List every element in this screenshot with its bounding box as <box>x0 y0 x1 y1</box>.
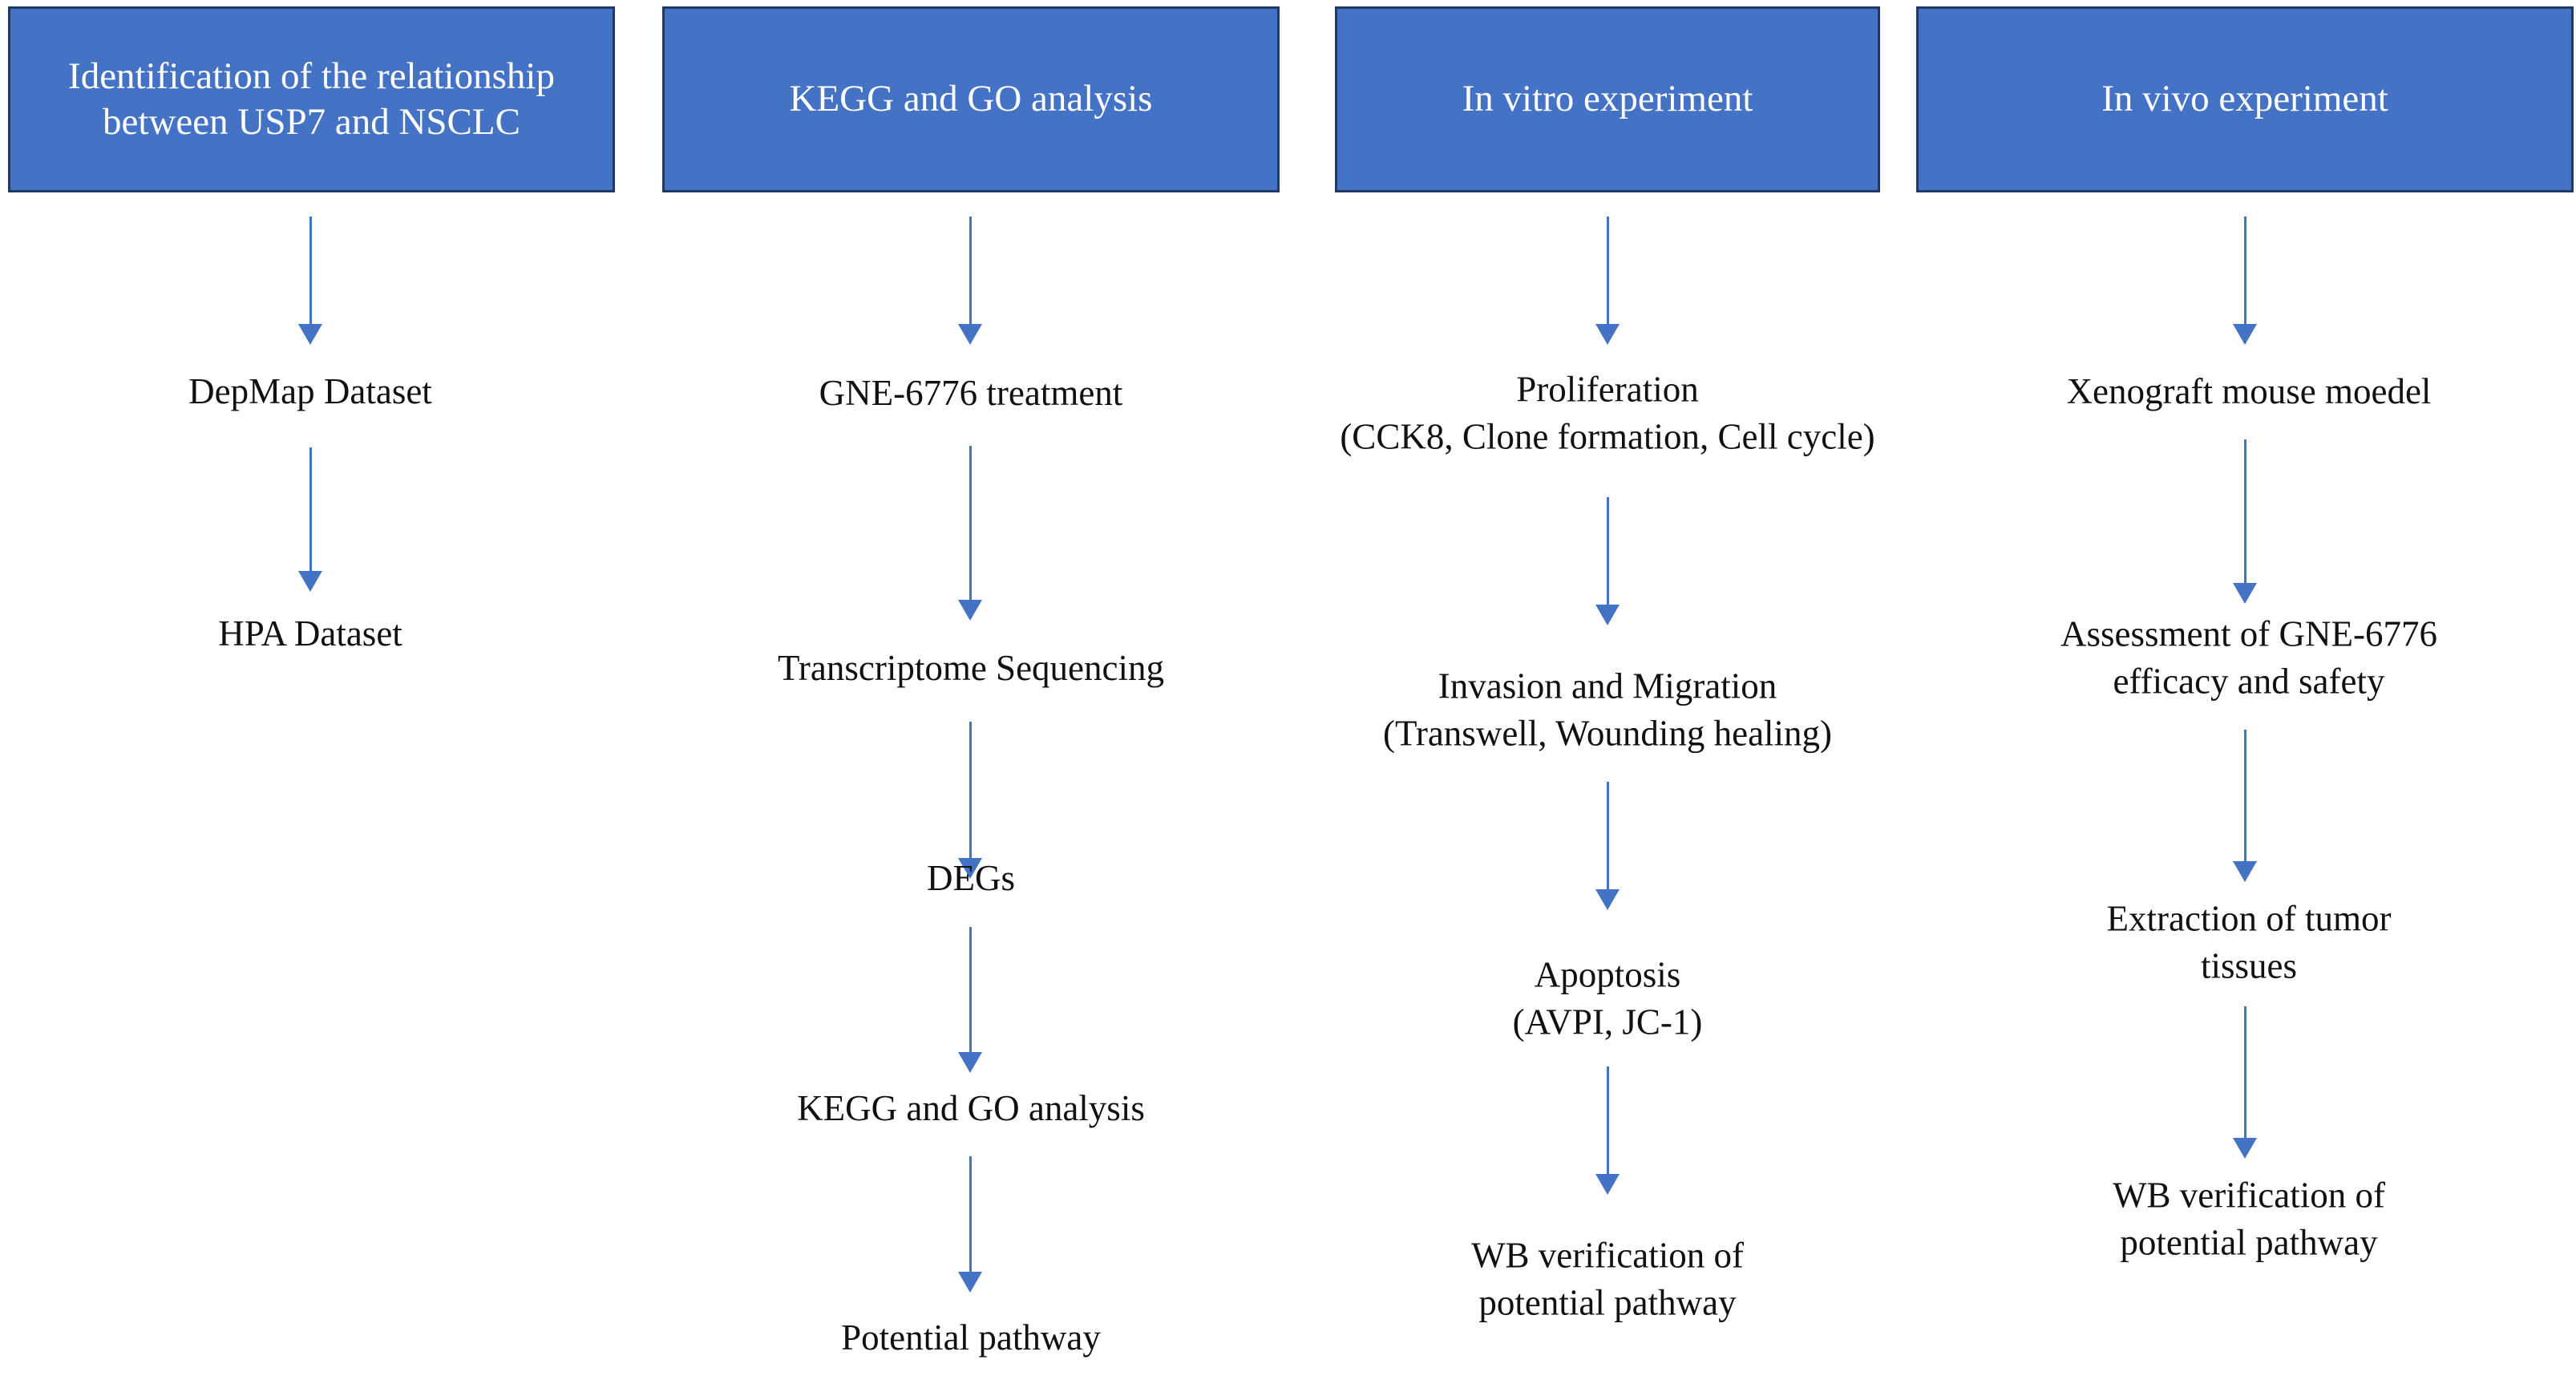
step-label: Extraction of tumor tissues <box>2106 898 2392 986</box>
step-label: KEGG and GO analysis <box>797 1087 1145 1128</box>
step-label: HPA Dataset <box>218 613 402 654</box>
header-box-identification: Identification of the relationship betwe… <box>8 6 615 192</box>
step-label: Xenograft mouse moedel <box>2066 370 2432 411</box>
step-label: Apoptosis (AVPI, JC-1) <box>1512 954 1703 1042</box>
step-label: Transcriptome Sequencing <box>777 647 1164 688</box>
step-label: DepMap Dataset <box>188 370 432 411</box>
header-box-in-vitro: In vitro experiment <box>1335 6 1880 192</box>
step-label: DEGs <box>927 857 1015 898</box>
step-label: WB verification of potential pathway <box>2113 1175 2385 1263</box>
step-label: Assessment of GNE-6776 efficacy and safe… <box>2060 613 2437 702</box>
header-box-kegg-go: KEGG and GO analysis <box>662 6 1280 192</box>
step-label: WB verification of potential pathway <box>1471 1235 1744 1323</box>
header-box-in-vivo: In vivo experiment <box>1916 6 2574 192</box>
step-label: GNE-6776 treatment <box>819 372 1123 413</box>
step-label: Proliferation (CCK8, Clone formation, Ce… <box>1340 369 1875 457</box>
step-label: Invasion and Migration (Transwell, Wound… <box>1382 666 1833 754</box>
step-label: Potential pathway <box>841 1317 1101 1358</box>
